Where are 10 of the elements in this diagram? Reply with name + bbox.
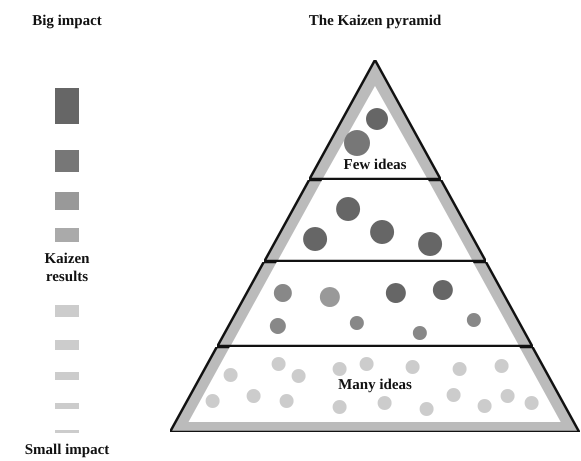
- scale-label: Kaizen results: [44, 250, 90, 286]
- scale-label: Small impact: [24, 441, 110, 459]
- pyramid-tier: [217, 262, 533, 347]
- pyramid-tier: [264, 180, 486, 262]
- tier-label: Few ideas: [342, 156, 408, 174]
- diagram-title: The Kaizen pyramid: [308, 12, 442, 30]
- pyramid-tier: [170, 347, 580, 432]
- tier-label: Many ideas: [337, 376, 413, 394]
- pyramid-top-tier: [309, 60, 441, 180]
- scale-label: Big impact: [31, 12, 103, 30]
